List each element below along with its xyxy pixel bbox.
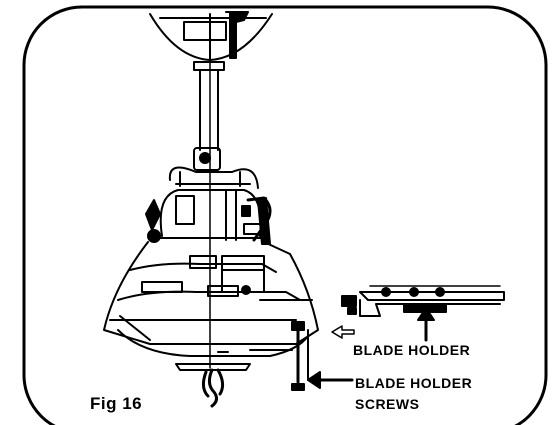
blade-holder xyxy=(341,285,505,317)
figure-label: Fig 16 xyxy=(90,394,143,413)
outline-arrow-left-icon xyxy=(331,325,355,339)
housing-screws xyxy=(217,321,309,391)
figure-frame xyxy=(22,5,548,425)
canopy xyxy=(149,11,273,61)
motor-housing xyxy=(145,166,272,245)
motor-bowl xyxy=(103,237,319,357)
blade-holder-screws-callout-line2: SCREWS xyxy=(355,396,420,412)
blade-holder-screws-callout-line1: BLADE HOLDER xyxy=(355,375,473,391)
wire-bundle xyxy=(175,363,251,408)
filled-arrow-up-icon xyxy=(417,307,435,342)
blade-holder-callout: BLADE HOLDER xyxy=(353,342,471,358)
filled-arrow-left-icon xyxy=(307,371,354,389)
